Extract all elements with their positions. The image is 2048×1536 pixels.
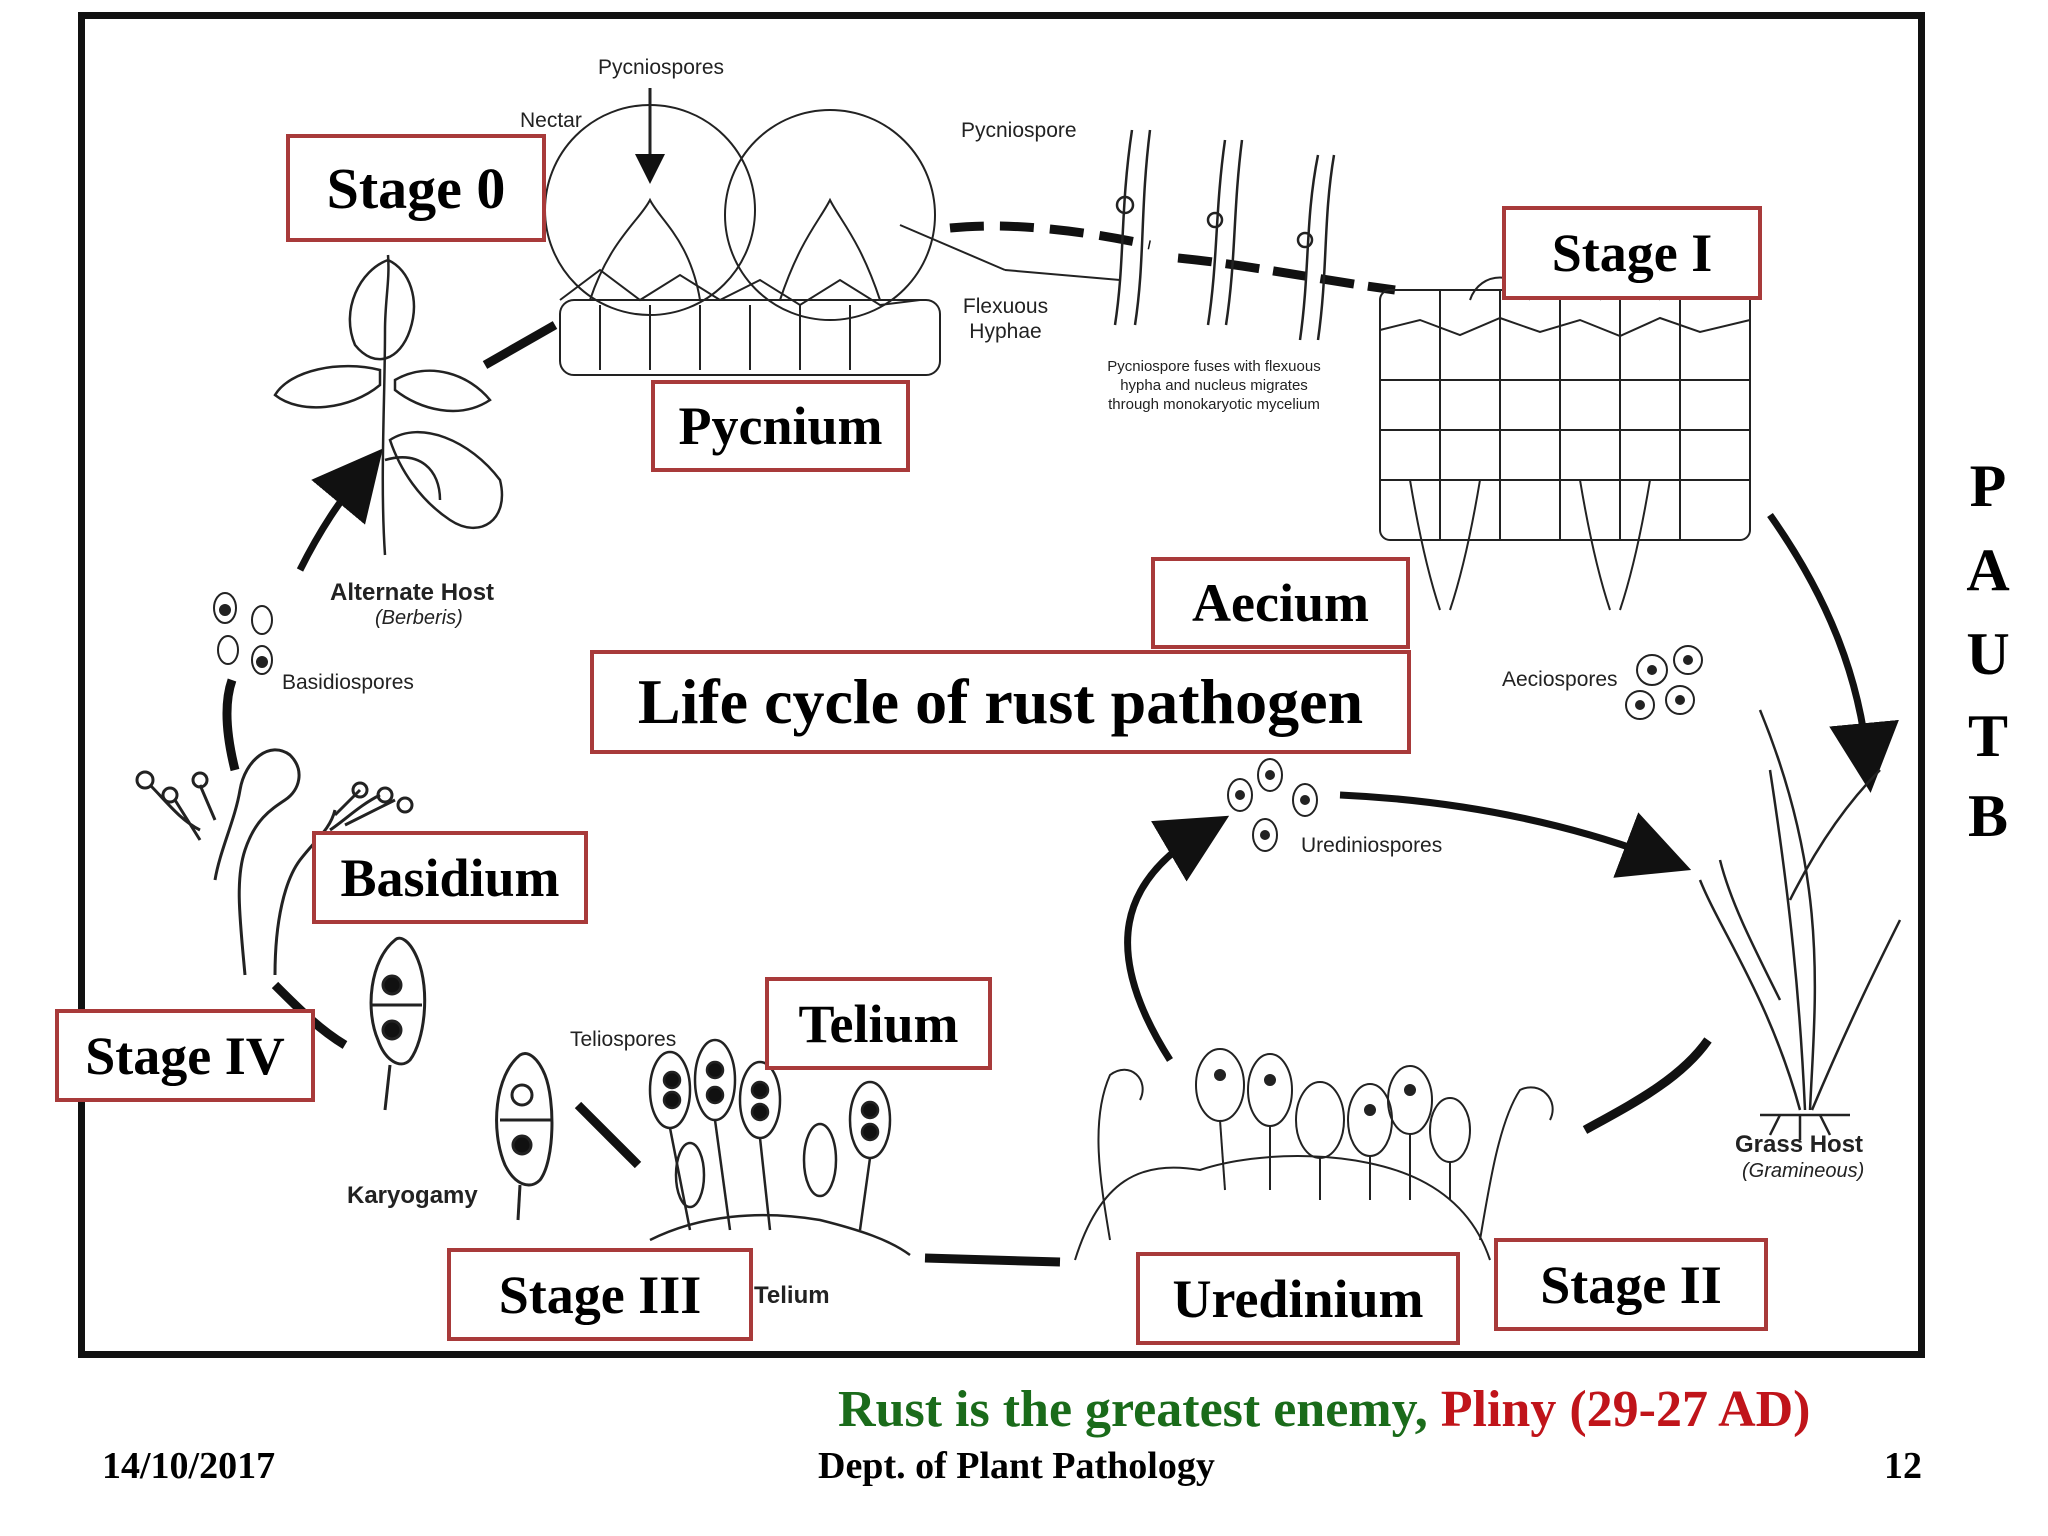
- pycniospores-label: Pycniospores: [598, 56, 725, 79]
- teliospores-label: Teliospores: [570, 1028, 677, 1051]
- basidium-drawing: [135, 748, 414, 976]
- basidiospores-drawing: [213, 592, 273, 675]
- telium-drawing: [648, 1038, 911, 1257]
- stage-3-label: Stage III: [447, 1248, 753, 1341]
- fusion-note-label: Pycniospore fuses with flexuous hypha an…: [1107, 358, 1321, 413]
- side-letter-b: B: [1967, 783, 2009, 849]
- urediniospores-drawing: [1227, 758, 1318, 852]
- karyogamy-label: Karyogamy: [347, 1182, 478, 1209]
- pycnium-label: Pycnium: [651, 380, 910, 472]
- diagram-frame: [78, 12, 1925, 1358]
- basidiospores-label: Basidiospores: [282, 671, 414, 694]
- grass-host-type-label: (Gramineous): [1742, 1160, 1865, 1182]
- footer-department: Dept. of Plant Pathology: [818, 1445, 1215, 1487]
- side-letter-a: A: [1966, 537, 2010, 603]
- side-letter-t: T: [1967, 703, 2009, 769]
- stage-4-label: Stage IV: [55, 1009, 315, 1102]
- aeciospores-drawing: [1625, 645, 1703, 720]
- uredinium-label: Uredinium: [1136, 1252, 1460, 1345]
- side-letter-u: U: [1966, 621, 2010, 687]
- uredinium-drawing: [1074, 1048, 1554, 1261]
- alternate-host-drawing: [273, 254, 504, 556]
- grass-host-drawing: [1698, 709, 1902, 1140]
- basidium-label: Basidium: [312, 831, 588, 924]
- alternate-host-genus-label: (Berberis): [375, 607, 463, 629]
- urediniospores-label: Urediniospores: [1301, 834, 1443, 857]
- diagram-title: Life cycle of rust pathogen: [590, 650, 1411, 754]
- quote-text: Rust is the greatest enemy,: [838, 1381, 1441, 1438]
- aecium-label: Aecium: [1151, 557, 1410, 649]
- telium-small-label: Telium: [754, 1282, 830, 1309]
- side-letter-p: P: [1969, 453, 2007, 519]
- nectar-label: Nectar: [520, 109, 582, 132]
- stage-2-label: Stage II: [1494, 1238, 1768, 1331]
- quote-line: Rust is the greatest enemy, Pliny (29-27…: [838, 1380, 1811, 1439]
- stage-0-label: Stage 0: [286, 134, 546, 242]
- footer-date: 14/10/2017: [102, 1445, 276, 1487]
- flexuous-hyphae-label: Flexuous Hyphae: [962, 295, 1049, 343]
- karyogamy-drawing: [369, 936, 554, 1221]
- flexuous-hyphae-drawing: [1113, 129, 1336, 341]
- telium-label: Telium: [765, 977, 992, 1070]
- grass-host-label: Grass Host: [1735, 1131, 1864, 1158]
- pycniospore-label: Pycniospore: [961, 119, 1077, 142]
- stage-1-label: Stage I: [1502, 206, 1762, 300]
- aecium-drawing: [1379, 276, 1751, 611]
- aeciospores-label: Aeciospores: [1502, 668, 1618, 691]
- footer-page-number: 12: [1884, 1445, 1922, 1487]
- quote-author: Pliny (29-27 AD): [1440, 1381, 1811, 1438]
- alternate-host-label: Alternate Host: [330, 579, 495, 606]
